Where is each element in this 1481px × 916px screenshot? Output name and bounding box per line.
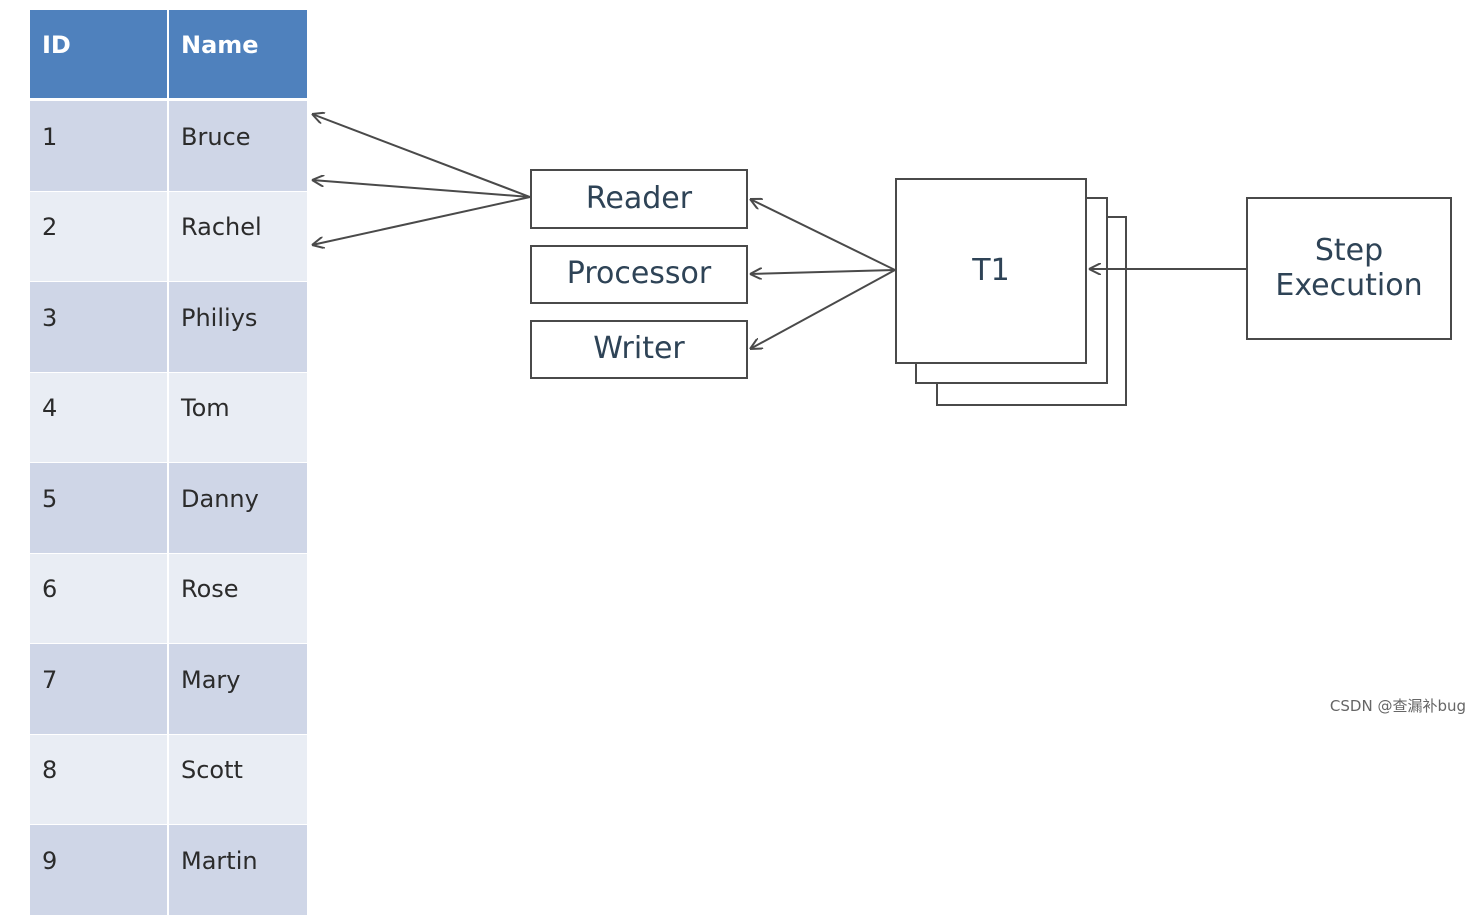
cell-id: 2 [30,191,168,282]
table-row: 3 Philiys [30,281,307,372]
writer-box: Writer [530,320,748,379]
watermark-text: CSDN @查漏补bug [1329,697,1466,715]
cell-id: 8 [30,734,168,825]
cell-id: 7 [30,643,168,734]
header-id: ID [30,10,168,100]
step-execution-label: Step Execution [1275,233,1423,303]
table-row: 6 Rose [30,553,307,644]
cell-name: Rachel [167,191,307,282]
writer-label: Writer [593,331,685,367]
table-row: 5 Danny [30,462,307,553]
cell-name: Martin [167,824,307,915]
t1-box: T1 [895,178,1087,364]
table-row: 4 Tom [30,372,307,463]
table-row: 8 Scott [30,734,307,825]
cell-id: 6 [30,553,168,644]
t1-label: T1 [972,252,1010,288]
cell-name: Danny [167,462,307,553]
cell-id: 4 [30,372,168,463]
processor-label: Processor [566,256,712,292]
cell-id: 1 [30,99,168,191]
arrow-reader-to-rachel [312,180,531,198]
step-label-line2: Execution [1275,267,1423,303]
cell-name: Tom [167,372,307,463]
cell-name: Bruce [167,99,307,191]
cell-name: Rose [167,553,307,644]
reader-box: Reader [530,169,748,229]
arrow-t1-to-processor [750,270,896,274]
table-row: 7 Mary [30,643,307,734]
processor-box: Processor [530,245,748,304]
cell-name: Philiys [167,281,307,372]
arrow-t1-to-reader [750,199,896,271]
cell-id: 9 [30,824,168,915]
step-execution-box: Step Execution [1246,197,1452,340]
table-row: 1 Bruce [30,99,307,191]
table-row: 2 Rachel [30,191,307,282]
step-label-line1: Step [1314,233,1384,268]
cell-id: 5 [30,462,168,553]
cell-id: 3 [30,281,168,372]
arrow-reader-to-philiys [312,196,531,245]
arrow-reader-to-bruce [312,114,531,198]
table-header-row: ID Name [30,10,307,100]
cell-name: Scott [167,734,307,825]
table-row: 9 Martin [30,824,307,915]
arrow-t1-to-writer [750,269,896,349]
header-name: Name [167,10,307,100]
reader-label: Reader [585,180,693,216]
cell-name: Mary [167,643,307,734]
data-table: ID Name 1 Bruce 2 Rachel 3 Philiys 4 Tom… [30,10,307,916]
